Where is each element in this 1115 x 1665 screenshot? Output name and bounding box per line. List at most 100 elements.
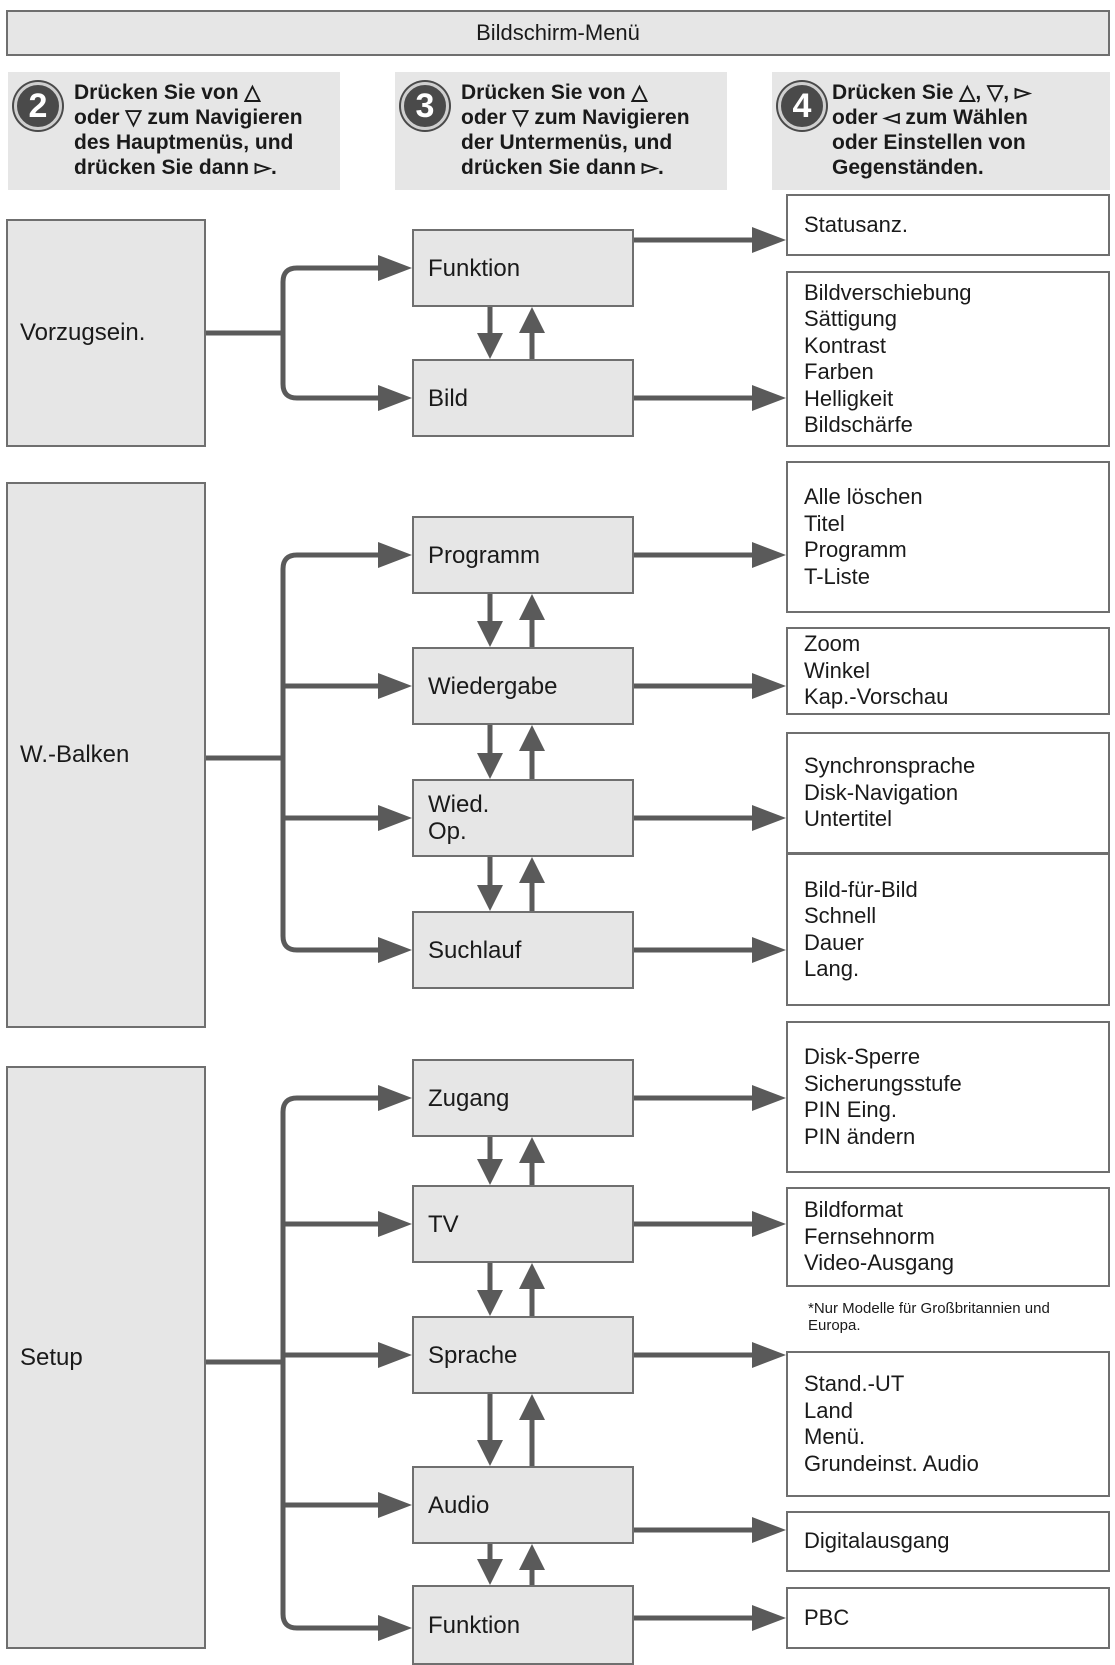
arrow-up-icon [519, 1263, 545, 1289]
submenu-label: Funktion [428, 1611, 521, 1639]
menu-item[interactable]: Grundeinst. Audio [804, 1450, 979, 1476]
menu-item[interactable]: Menü. [804, 1424, 866, 1449]
submenu-zugang[interactable]: Zugang [412, 1059, 634, 1137]
arrow-down-icon [477, 1440, 503, 1466]
submenu-wiedergabe[interactable]: Wiedergabe [412, 647, 634, 725]
menu-item[interactable]: PBC [804, 1604, 850, 1630]
arrow-up-icon [519, 307, 545, 333]
menu-item[interactable]: Helligkeit [804, 385, 894, 411]
arrow-right-icon [752, 1605, 786, 1631]
arrow-right-icon [752, 937, 786, 963]
menu-item[interactable]: Titel [804, 510, 845, 536]
submenu-label: Wied. Op. [428, 791, 490, 845]
main-menu-label: W.-Balken [20, 741, 130, 768]
menu-item[interactable]: Kap.-Vorschau [804, 684, 949, 710]
submenu-label: Audio [428, 1491, 490, 1519]
arrow-down-icon [477, 1559, 503, 1585]
arrow-down-icon [477, 1159, 503, 1185]
arrow-down-icon [477, 621, 503, 647]
submenu-label: TV [428, 1210, 459, 1238]
submenu-label: Suchlauf [428, 936, 522, 964]
arrow-up-icon [519, 594, 545, 620]
menu-item[interactable]: Alle löschen [804, 484, 923, 509]
menu-item[interactable]: Bild-für-Bild [804, 876, 918, 902]
items-audio: Digitalausgang [786, 1511, 1110, 1572]
arrow-right-icon [378, 255, 412, 281]
submenu-wied-op[interactable]: Wied. Op. [412, 779, 634, 857]
menu-item[interactable]: Digitalausgang [804, 1528, 950, 1554]
arrow-right-icon [378, 1492, 412, 1518]
main-menu-vorzugseinstellungen[interactable]: Vorzugsein. [6, 219, 206, 447]
connector-line [280, 265, 298, 401]
arrow-right-icon [378, 937, 412, 963]
menu-item[interactable]: Synchronsprache [804, 753, 976, 779]
submenu-label: Sprache [428, 1341, 518, 1369]
arrow-right-icon [752, 385, 786, 411]
menu-item[interactable]: Statusanz. [804, 211, 908, 237]
menu-item[interactable]: Stand.-UT [804, 1371, 905, 1396]
arrow-up-icon [519, 1137, 545, 1163]
items-programm: Alle löschen Titel Programm T-Liste [786, 461, 1110, 613]
arrow-right-icon [378, 673, 412, 699]
connector-line [280, 1095, 298, 1631]
page-title: Bildschirm-Menü [6, 10, 1110, 56]
items-bild: Bildverschiebung Sättigung Kontrast Farb… [786, 271, 1110, 447]
menu-item[interactable]: Winkel [804, 657, 871, 683]
step-4-number-icon: 4 [778, 82, 826, 130]
arrow-right-icon [752, 1211, 786, 1237]
submenu-label: Zugang [428, 1084, 510, 1112]
menu-item[interactable]: Lang. [804, 956, 860, 981]
submenu-sprache[interactable]: Sprache [412, 1316, 634, 1394]
menu-item[interactable]: Kontrast [804, 332, 886, 358]
items-tv: Bildformat Fernsehnorm Video-Ausgang [786, 1187, 1110, 1287]
arrow-down-icon [477, 753, 503, 779]
submenu-audio[interactable]: Audio [412, 1466, 634, 1544]
step-3-instruction: Drücken Sie von △ oder ▽ zum Navigieren … [461, 81, 690, 179]
menu-item[interactable]: Disk-Sperre [804, 1044, 921, 1069]
menu-item[interactable]: Zoom [804, 631, 861, 657]
menu-item[interactable]: Land [804, 1397, 853, 1423]
menu-item[interactable]: Fernsehnorm [804, 1223, 935, 1249]
menu-item[interactable]: Bildverschiebung [804, 279, 972, 305]
items-wied-op: Synchronsprache Disk-Navigation Untertit… [786, 732, 1110, 854]
connector-line [280, 552, 298, 953]
submenu-label: Bild [428, 384, 469, 412]
arrow-right-icon [752, 805, 786, 831]
menu-item[interactable]: PIN ändern [804, 1123, 916, 1149]
menu-item[interactable]: Schnell [804, 903, 877, 928]
submenu-programm[interactable]: Programm [412, 516, 634, 594]
menu-item[interactable]: T-Liste [804, 563, 871, 589]
arrow-right-icon [752, 1517, 786, 1543]
submenu-bild[interactable]: Bild [412, 359, 634, 437]
arrow-right-icon [752, 1085, 786, 1111]
menu-item[interactable]: Untertitel [804, 806, 893, 832]
arrow-right-icon [378, 1342, 412, 1368]
page-title-text: Bildschirm-Menü [476, 20, 640, 45]
arrow-up-icon [519, 1544, 545, 1570]
submenu-tv[interactable]: TV [412, 1185, 634, 1263]
main-menu-w-balken[interactable]: W.-Balken [6, 482, 206, 1028]
arrow-right-icon [752, 1342, 786, 1368]
menu-item[interactable]: Video-Ausgang [804, 1250, 955, 1276]
step-2-instruction: Drücken Sie von △ oder ▽ zum Navigieren … [74, 81, 303, 179]
arrow-right-icon [378, 1615, 412, 1641]
arrow-right-icon [752, 542, 786, 568]
arrow-right-icon [752, 227, 786, 253]
arrow-up-icon [519, 857, 545, 883]
menu-item[interactable]: Disk-Navigation [804, 779, 959, 805]
arrow-right-icon [752, 673, 786, 699]
submenu-suchlauf[interactable]: Suchlauf [412, 911, 634, 989]
main-menu-setup[interactable]: Setup [6, 1066, 206, 1649]
submenu-funktion[interactable]: Funktion [412, 229, 634, 307]
submenu-label: Funktion [428, 254, 521, 282]
menu-item[interactable]: Sicherungsstufe [804, 1070, 962, 1096]
menu-item[interactable]: Sättigung [804, 306, 897, 331]
submenu-funktion-setup[interactable]: Funktion [412, 1585, 634, 1665]
menu-item[interactable]: Dauer [804, 929, 864, 955]
menu-item[interactable]: Bildschärfe [804, 412, 913, 437]
menu-item[interactable]: Programm [804, 537, 907, 562]
arrow-right-icon [378, 805, 412, 831]
menu-item[interactable]: Bildformat [804, 1197, 904, 1223]
menu-item[interactable]: PIN Eing. [804, 1097, 897, 1122]
menu-item[interactable]: Farben [804, 359, 874, 384]
